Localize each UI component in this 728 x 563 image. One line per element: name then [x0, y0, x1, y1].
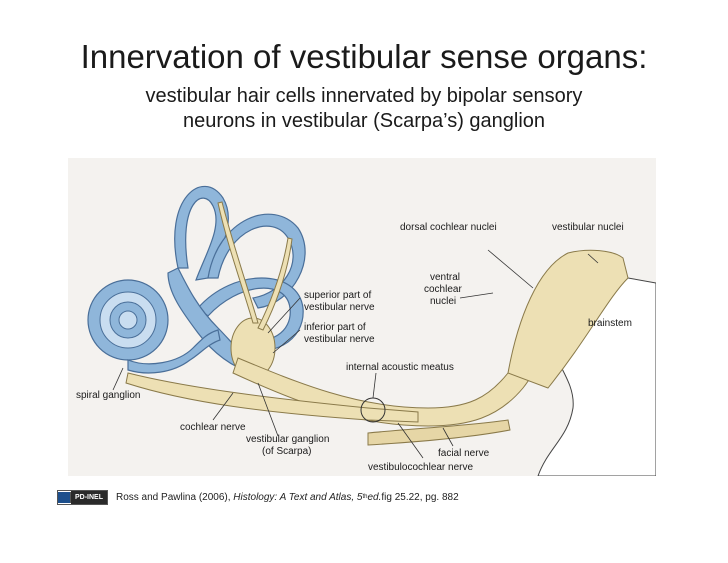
leader-lines — [112, 249, 599, 459]
slide-subtitle-line1: vestibular hair cells innervated by bipo… — [145, 85, 583, 107]
nerve-bundles — [125, 201, 629, 446]
badge-logo-icon — [58, 491, 71, 503]
citation-book-title: Histology: A Text and Atlas, 5 — [233, 491, 363, 503]
inner-ear-diagram: superior part of vestibular nerve inferi… — [68, 158, 657, 477]
label-dorsal-cochlear-nuclei: dorsal cochlear nuclei — [400, 222, 497, 233]
inner-ear-illustration: superior part of vestibular nerve inferi… — [68, 158, 657, 477]
label-facial-nerve: facial nerve — [438, 448, 490, 459]
citation-suffix: fig 25.22, pg. 882 — [381, 491, 459, 503]
badge-text: PD-INEL — [71, 490, 107, 504]
label-ventral-1: ventral — [430, 272, 460, 283]
label-ventral-2: cochlear — [424, 284, 462, 295]
label-vestibular-ganglion-1: vestibular ganglion — [246, 434, 329, 445]
slide-subtitle-line2: neurons in vestibular (Scarpa’s) ganglio… — [182, 110, 546, 132]
label-vestibular-ganglion-2: (of Scarpa) — [262, 446, 311, 457]
label-superior-part-1: superior part of — [304, 290, 371, 301]
citation-footer: PD-INEL Ross and Pawlina (2006), Histolo… — [57, 488, 459, 506]
label-vestibular-nuclei: vestibular nuclei — [552, 222, 624, 233]
citation-edition-sup: th — [362, 494, 368, 500]
label-inferior-part-2: vestibular nerve — [304, 334, 375, 345]
label-internal-acoustic-meatus: internal acoustic meatus — [346, 362, 454, 373]
label-spiral-ganglion: spiral ganglion — [76, 390, 141, 401]
label-inferior-part-1: inferior part of — [304, 322, 366, 333]
label-superior-part-2: vestibular nerve — [304, 302, 375, 313]
pd-inel-badge: PD-INEL — [57, 489, 108, 505]
label-ventral-3: nuclei — [430, 296, 456, 307]
slide-title: Innervation of vestibular sense organs: — [80, 38, 648, 75]
citation-prefix: Ross and Pawlina (2006), — [116, 491, 231, 503]
label-cochlear-nerve: cochlear nerve — [180, 422, 246, 433]
label-vestibulocochlear-nerve: vestibulocochlear nerve — [368, 462, 473, 473]
citation-edition-suffix: ed. — [367, 491, 382, 503]
cochlea — [87, 279, 221, 374]
label-brainstem: brainstem — [588, 318, 632, 329]
